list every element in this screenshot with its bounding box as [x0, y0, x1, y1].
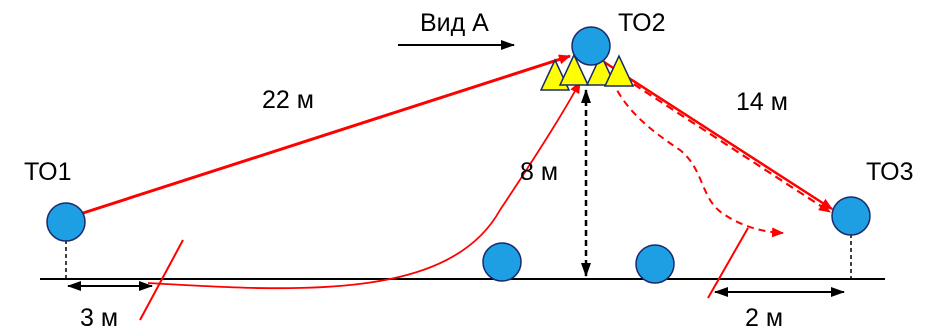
trajectory-curve-dashed: [611, 79, 784, 238]
node-to2: [571, 26, 611, 66]
left-tick-mark: [139, 239, 184, 321]
to3-label: ТО3: [866, 158, 914, 186]
node-to3: [831, 196, 871, 236]
trajectory-to2-to3-dashed: [611, 69, 831, 213]
node-ground-1: [482, 242, 522, 282]
offset-left-label: 3 м: [80, 304, 118, 332]
distance-to2-to3-label: 14 м: [736, 88, 788, 116]
trajectory-to1-to2: [79, 54, 571, 216]
cone-icon: [585, 53, 617, 86]
to1-label: ТО1: [24, 158, 72, 186]
cone-icon: [558, 53, 590, 86]
to2-label: ТО2: [618, 9, 666, 37]
node-ground-2: [635, 244, 675, 284]
offset-right-label: 2 м: [745, 304, 783, 332]
cone-icon: [603, 54, 635, 87]
view-label: Вид А: [420, 9, 489, 37]
trajectory-to2-to3: [603, 60, 833, 211]
height-label: 8 м: [520, 158, 558, 186]
cone-group: [539, 53, 635, 91]
node-to1: [46, 202, 86, 242]
trajectory-curve-ground: [147, 81, 581, 290]
distance-to1-to2-label: 22 м: [262, 86, 314, 114]
right-tick-mark: [707, 227, 749, 299]
